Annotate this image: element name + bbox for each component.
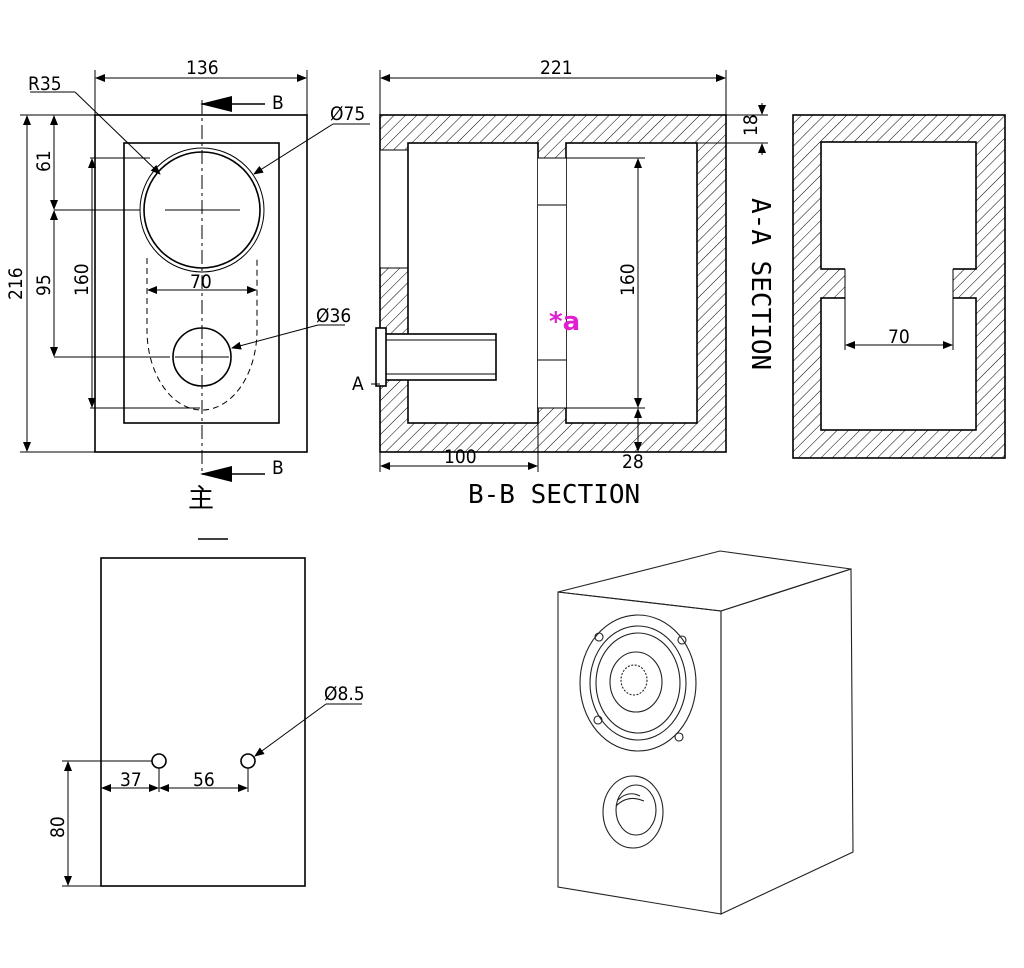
section-bb-title: B-B SECTION <box>468 480 640 510</box>
iso-top-face <box>557 550 852 612</box>
rear-view: Ø8.5 37 56 80 <box>47 557 365 887</box>
label-a: A <box>352 373 364 395</box>
iso-port-inner <box>615 784 657 836</box>
iso-woofer-cone <box>609 651 663 713</box>
iso-screw <box>594 632 604 642</box>
section-arrow-bottom-head <box>200 466 232 482</box>
leader <box>254 703 327 757</box>
note-a: *a <box>549 307 580 337</box>
iso-screw <box>674 732 684 742</box>
terminal-hole-right <box>240 753 256 769</box>
connector-gap <box>845 268 953 299</box>
terminal-hole-left <box>151 753 167 769</box>
rear-panel <box>100 557 306 887</box>
dim-28-label: 28 <box>622 451 644 473</box>
dim-160-label: 160 <box>71 263 93 296</box>
iso-front-face <box>557 591 722 915</box>
dim-216-label: 216 <box>5 267 27 300</box>
dim-95-label: 95 <box>33 274 55 296</box>
port-flange <box>375 327 387 387</box>
dim-100-label: 100 <box>444 446 477 468</box>
iso-screw <box>593 715 603 725</box>
dim-221-label: 221 <box>540 57 573 79</box>
dim-160-bb-label: 160 <box>617 263 639 296</box>
leader <box>74 91 161 175</box>
section-mark-bottom: B <box>272 457 284 479</box>
section-mark-top: B <box>272 92 284 114</box>
iso-port-outer <box>602 775 664 849</box>
dim-37-label: 37 <box>120 769 142 791</box>
iso-woofer-phaseplug <box>620 664 648 696</box>
dim-woofer-label: Ø75 <box>330 103 365 125</box>
chamber-front <box>407 142 539 424</box>
section-bb: A *a 221 18 160 28 100 B-B SECTION <box>352 57 768 510</box>
leader <box>253 123 334 175</box>
dim-80-label: 80 <box>47 816 69 838</box>
iso-woofer-surround <box>589 625 687 741</box>
front-view: B B 主 136 216 61 95 160 70 <box>5 57 370 540</box>
dim-70-label: 70 <box>190 271 212 293</box>
dim-r35-label: R35 <box>28 73 62 95</box>
dim-136-label: 136 <box>186 57 219 79</box>
cjk-label: 主 <box>188 484 214 514</box>
dim-port-label: Ø36 <box>316 305 351 327</box>
isometric-view <box>557 550 854 915</box>
divider-opening <box>538 158 566 408</box>
port-tube <box>379 333 497 381</box>
leader <box>231 324 319 350</box>
section-arrow-top-head <box>200 96 232 112</box>
hidden-port-outline <box>146 258 258 411</box>
iso-port-shade <box>615 797 645 807</box>
iso-woofer-surround-inner <box>595 632 681 734</box>
chamber-upper <box>820 141 977 270</box>
dim-70-aa-label: 70 <box>888 326 910 348</box>
iso-port-shade <box>617 793 641 801</box>
dim-56-label: 56 <box>193 769 215 791</box>
section-aa: 70 A-A SECTION <box>745 114 1006 459</box>
dim-18-label: 18 <box>740 114 762 136</box>
dim-61-label: 61 <box>33 150 55 172</box>
iso-woofer-frame <box>579 614 697 752</box>
section-aa-title: A-A SECTION <box>745 198 775 370</box>
baffle-gap <box>379 149 409 269</box>
iso-side-face <box>720 568 854 915</box>
iso-screw <box>677 635 687 645</box>
dim-terminal-label: Ø8.5 <box>324 683 365 705</box>
